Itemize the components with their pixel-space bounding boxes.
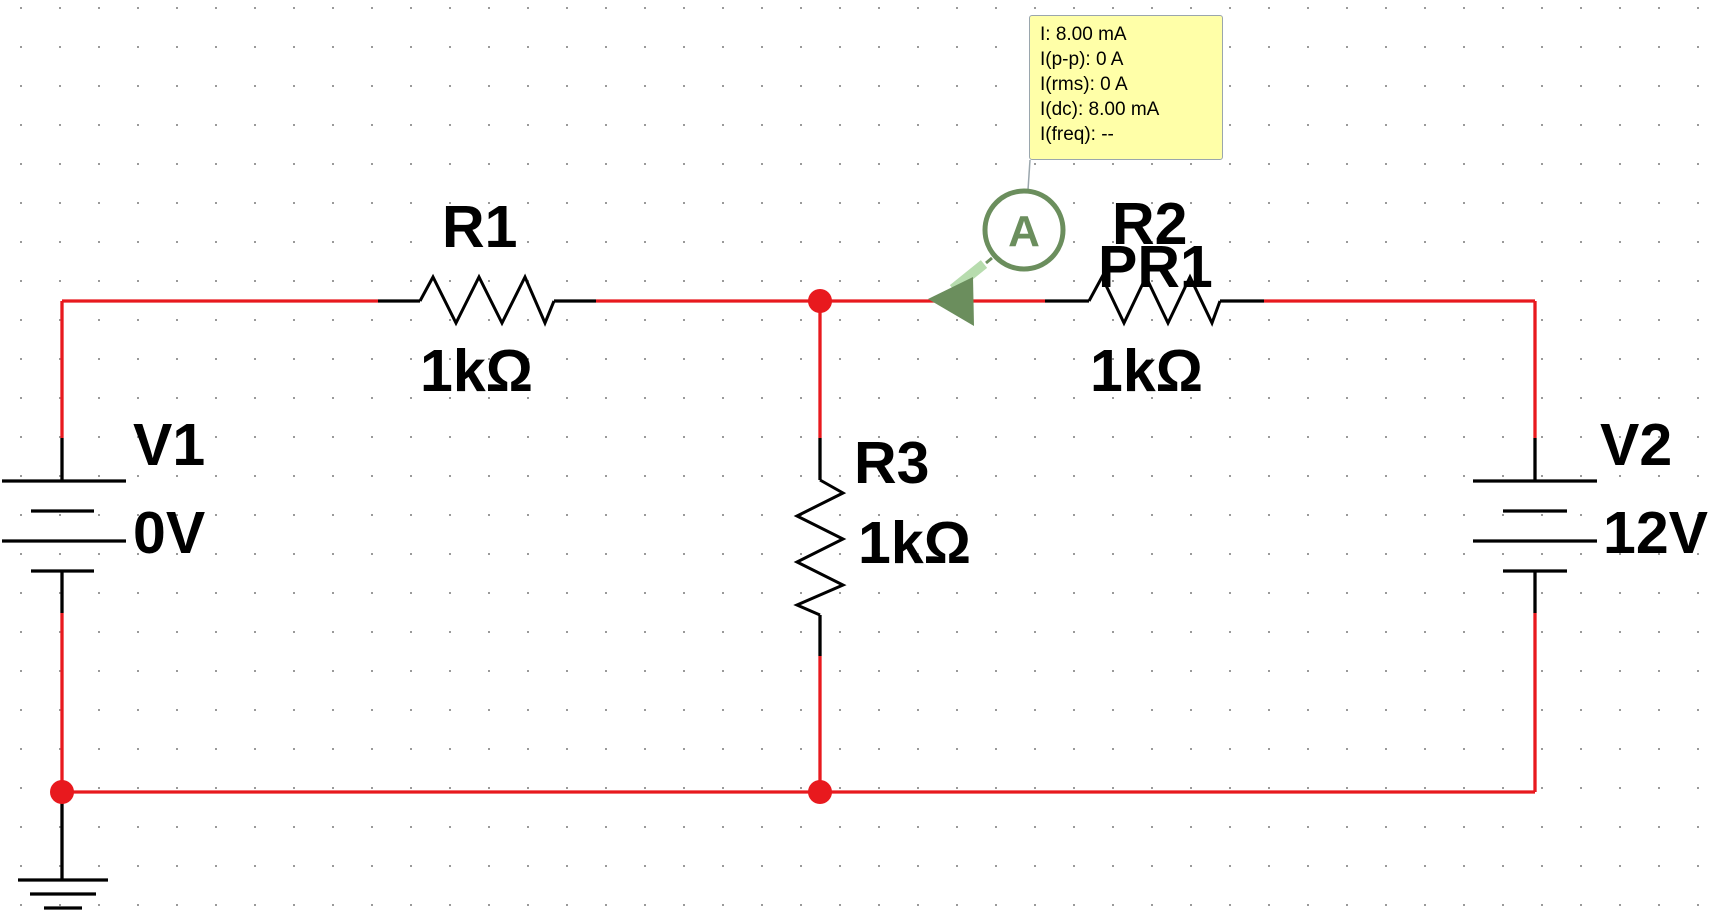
probe-current: I: 8.00 mA	[1040, 24, 1127, 45]
probe-current-dc: I(dc): 8.00 mA	[1040, 99, 1160, 120]
ammeter-icon	[982, 188, 1066, 272]
junction-bottom-left	[50, 780, 74, 804]
r3-name-label: R3	[854, 430, 929, 496]
resistor-r2[interactable]: R2 1kΩ	[1045, 191, 1264, 404]
r1-name-label: R1	[442, 194, 517, 260]
probe-current-rms: I(rms): 0 A	[1040, 74, 1128, 95]
r2-value-label: 1kΩ	[1090, 338, 1203, 404]
current-probe-pr1[interactable]: A PR1	[928, 159, 1213, 326]
probe-leader-line	[1027, 159, 1031, 191]
v2-name-label: V2	[1600, 412, 1672, 478]
v1-name-label: V1	[133, 412, 205, 478]
junction-bottom-middle	[808, 780, 832, 804]
probe-current-frequency: I(freq): --	[1040, 124, 1114, 145]
r3-value-label: 1kΩ	[858, 510, 971, 576]
battery-v1[interactable]: V1 0V	[2, 412, 205, 613]
wires	[60, 299, 1537, 794]
junction-top-middle	[808, 289, 832, 313]
probe-name-label: PR1	[1098, 234, 1213, 300]
r2-name-label: R2	[1112, 191, 1187, 257]
ammeter-icon-letter: A	[1008, 207, 1040, 256]
probe-readout-tooltip: I: 8.00 mA I(p-p): 0 A I(rms): 0 A I(dc)…	[1029, 15, 1223, 160]
probe-arrow-shaft-outline	[985, 256, 993, 265]
probe-arrow-head	[928, 277, 974, 326]
v1-value-label: 0V	[133, 500, 205, 566]
resistor-r3[interactable]: R3 1kΩ	[793, 430, 971, 656]
ground-symbol[interactable]	[18, 792, 108, 910]
battery-v2[interactable]: V2 12V	[1473, 412, 1708, 613]
resistor-r1[interactable]: R1 1kΩ	[378, 194, 596, 404]
probe-current-peak-to-peak: I(p-p): 0 A	[1040, 49, 1124, 70]
v2-value-label: 12V	[1603, 500, 1708, 566]
r1-value-label: 1kΩ	[420, 338, 533, 404]
